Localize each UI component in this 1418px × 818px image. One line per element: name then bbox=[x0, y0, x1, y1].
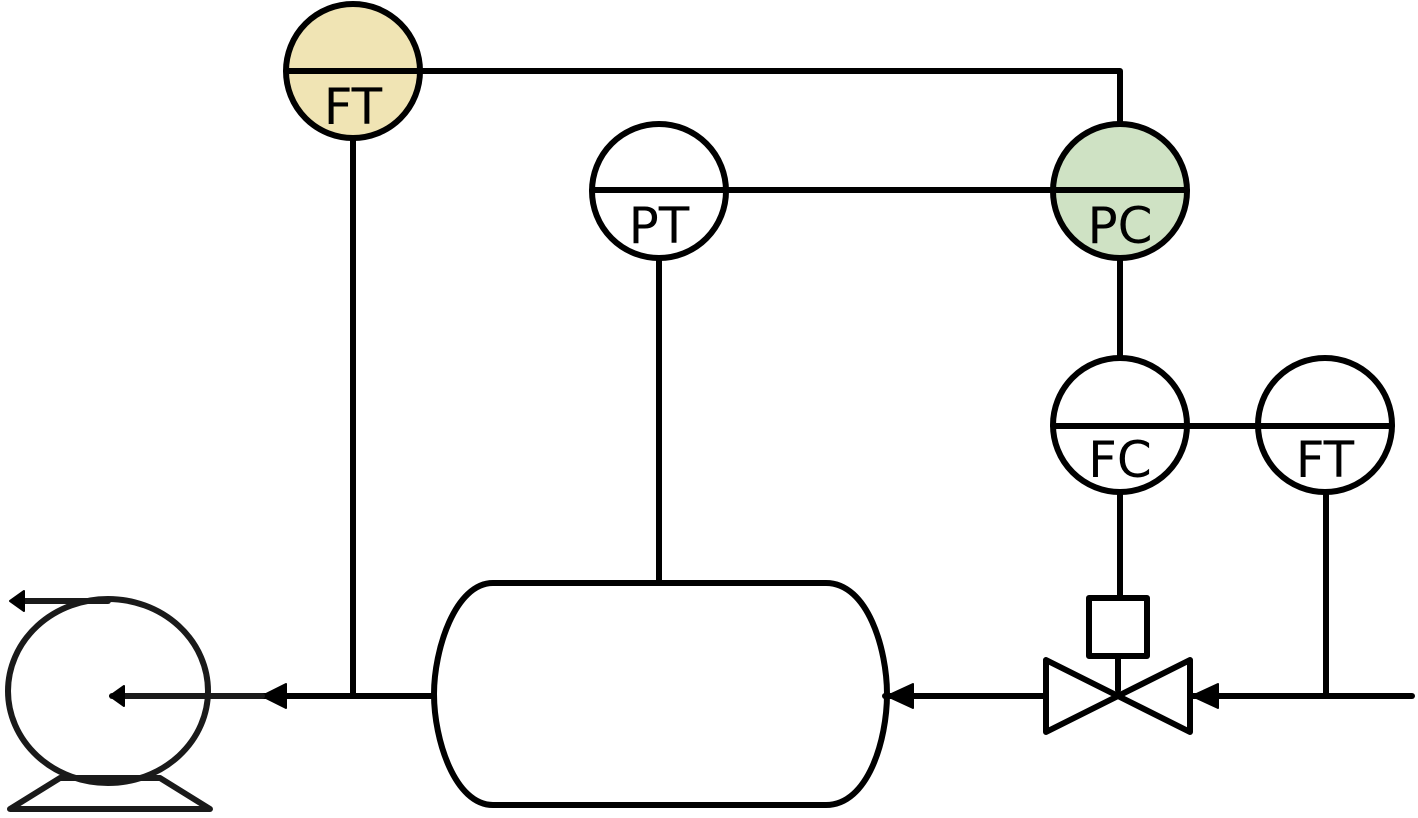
valve-body-right bbox=[1115, 657, 1193, 735]
pump-discharge-arrow bbox=[9, 590, 25, 612]
instrument-ft-outlet: FT bbox=[283, 1, 423, 141]
instrument-ft-inlet: FT bbox=[1255, 355, 1395, 495]
instrument-pc-controller: PC bbox=[1050, 121, 1190, 261]
horizontal-vessel bbox=[431, 580, 890, 808]
signal-lines bbox=[418, 68, 1261, 601]
signal-ft-outlet-to-pc bbox=[418, 68, 1123, 128]
process-lines bbox=[259, 136, 1415, 699]
instrument-fc-controller: FC bbox=[1050, 355, 1190, 495]
pump-suction-arrow bbox=[109, 685, 125, 707]
fc-controller-label: FC bbox=[1088, 431, 1152, 489]
valve-body-left bbox=[1043, 657, 1121, 735]
arrow-inlet bbox=[1191, 683, 1219, 709]
ft-inlet-label: FT bbox=[1296, 431, 1355, 489]
arrow-pump-suction bbox=[261, 683, 287, 709]
centrifugal-pump bbox=[5, 590, 265, 812]
pt-vessel-label: PT bbox=[629, 197, 690, 255]
ft-outlet-label: FT bbox=[324, 78, 383, 136]
instrument-pt-vessel: PT bbox=[589, 121, 729, 261]
pc-controller-label: PC bbox=[1087, 197, 1152, 255]
valve-actuator bbox=[1086, 595, 1150, 659]
flow-arrows bbox=[261, 683, 1219, 709]
arrow-vessel-inlet bbox=[886, 683, 914, 709]
control-valve bbox=[1043, 595, 1193, 735]
pump-casing bbox=[5, 596, 211, 786]
pump-base bbox=[7, 775, 213, 812]
